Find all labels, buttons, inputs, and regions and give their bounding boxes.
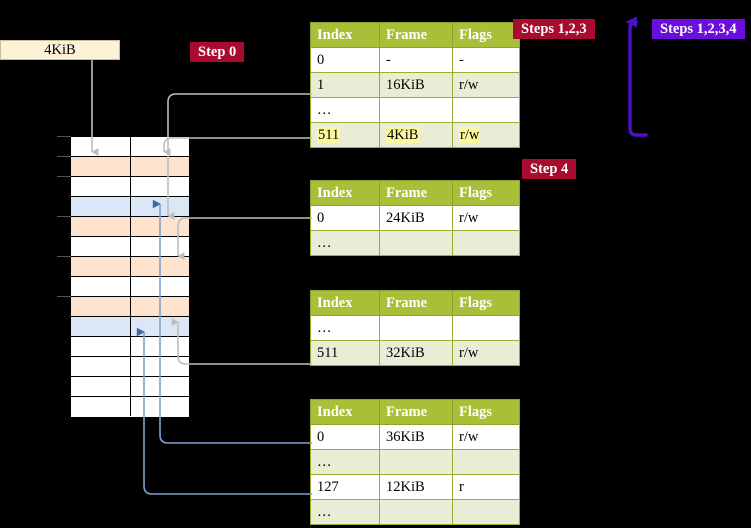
wire-table1-0-to-memory xyxy=(177,217,312,260)
highlighted-value: 511 xyxy=(317,127,341,143)
table-row: … xyxy=(310,315,520,341)
table-cell: … xyxy=(310,449,380,475)
label-step-0: Step 0 xyxy=(190,42,245,62)
label-step-4: Step 4 xyxy=(522,159,577,179)
column-header-index: Index xyxy=(310,180,380,206)
table-cell: r/w xyxy=(452,122,520,148)
table-cell: 0 xyxy=(310,205,380,231)
table-cell: 127 xyxy=(310,474,380,500)
table-cell xyxy=(452,449,520,475)
column-header-flags: Flags xyxy=(452,22,520,48)
column-header-flags: Flags xyxy=(452,180,520,206)
table-cell: 12KiB xyxy=(379,474,453,500)
table-cell: r/w xyxy=(452,205,520,231)
table-cell xyxy=(452,97,520,123)
table-cell: 24KiB xyxy=(379,205,453,231)
table-row: … xyxy=(310,499,520,525)
highlighted-value: 4KiB xyxy=(386,127,420,143)
table-cell: … xyxy=(310,230,380,256)
column-header-flags: Flags xyxy=(452,290,520,316)
label-steps-1234: Steps 1,2,3,4 xyxy=(652,19,745,39)
bracket-steps-1234 xyxy=(625,16,648,137)
table-cell: r xyxy=(452,474,520,500)
column-header-frame: Frame xyxy=(379,399,453,425)
table-cell: r/w xyxy=(452,340,520,366)
table-cell: … xyxy=(310,499,380,525)
table-row: … xyxy=(310,97,520,123)
table-cell: 32KiB xyxy=(379,340,453,366)
table-cell: … xyxy=(310,97,380,123)
memory-column-divider xyxy=(130,136,131,416)
table-cell xyxy=(379,97,453,123)
table-cell: 4KiB xyxy=(379,122,453,148)
memory-tick xyxy=(57,176,71,177)
table-row: 511 4KiB r/w xyxy=(310,122,520,148)
column-header-frame: Frame xyxy=(379,180,453,206)
column-header-index: Index xyxy=(310,399,380,425)
table-cell xyxy=(452,230,520,256)
highlighted-value: r/w xyxy=(459,127,481,143)
table-cell xyxy=(379,230,453,256)
table-cell xyxy=(379,449,453,475)
table-cell: … xyxy=(310,315,380,341)
table-row: … xyxy=(310,230,520,256)
table-cell: - xyxy=(379,47,453,73)
table-cell: 1 xyxy=(310,72,380,98)
memory-tick xyxy=(57,256,71,257)
table-row: 0-- xyxy=(310,47,520,73)
memory-tick xyxy=(57,156,71,157)
table-cell: 0 xyxy=(310,424,380,450)
table-cell: 0 xyxy=(310,47,380,73)
table-cell: r/w xyxy=(452,424,520,450)
column-header-frame: Frame xyxy=(379,290,453,316)
table-cell: 16KiB xyxy=(379,72,453,98)
memory-tick xyxy=(57,216,71,217)
table-row: … xyxy=(310,449,520,475)
size-box-label: 4KiB xyxy=(44,42,76,58)
column-header-flags: Flags xyxy=(452,399,520,425)
table-cell: - xyxy=(452,47,520,73)
column-header-frame: Frame xyxy=(379,22,453,48)
column-header-index: Index xyxy=(310,290,380,316)
memory-tick xyxy=(57,296,71,297)
table-cell xyxy=(379,499,453,525)
table-cell: 511 xyxy=(310,122,380,148)
memory-tick xyxy=(57,136,71,137)
table-cell xyxy=(379,315,453,341)
column-header-index: Index xyxy=(310,22,380,48)
table-cell xyxy=(452,499,520,525)
size-box-4kib: 4KiB xyxy=(0,40,120,60)
table-cell: 36KiB xyxy=(379,424,453,450)
table-cell: 511 xyxy=(310,340,380,366)
label-steps-123: Steps 1,2,3 xyxy=(513,19,595,39)
table-cell xyxy=(452,315,520,341)
wire-table2-511-to-memory xyxy=(171,318,312,365)
table-cell: r/w xyxy=(452,72,520,98)
